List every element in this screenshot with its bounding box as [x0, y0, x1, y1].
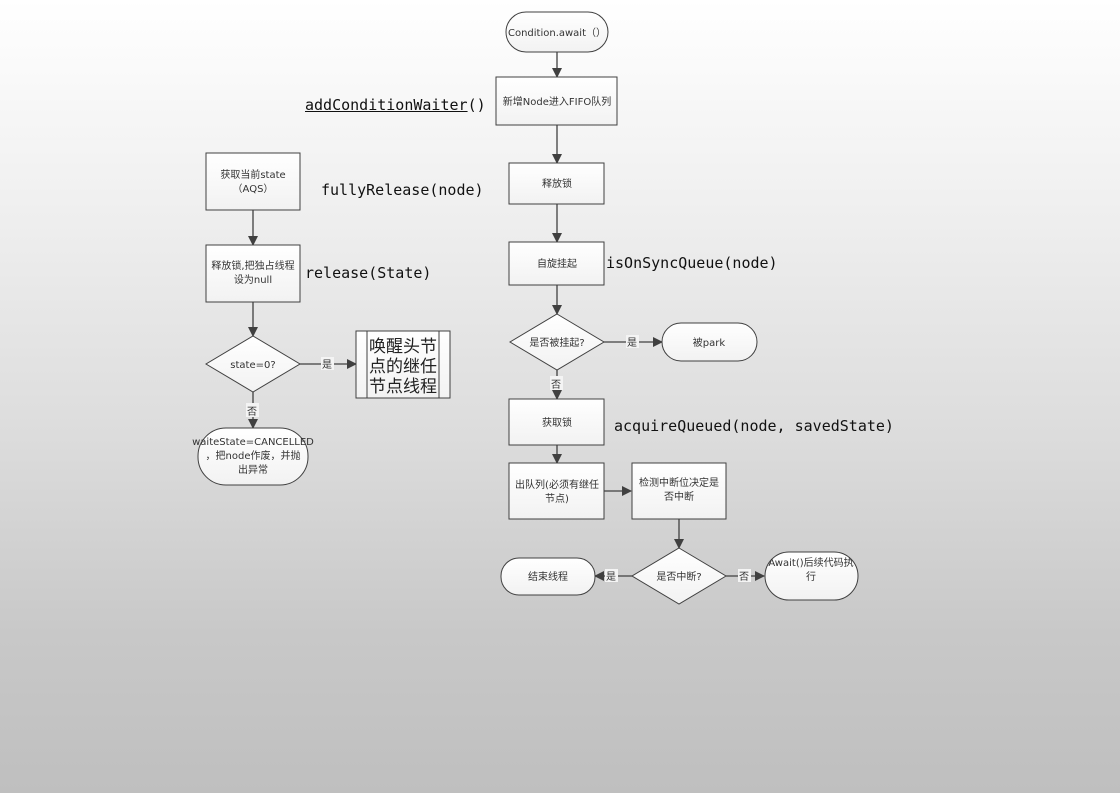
svg-text:节点): 节点) [545, 493, 569, 505]
svg-text:结束线程: 结束线程 [528, 570, 568, 583]
code-label-release: release(State) [305, 264, 432, 282]
edge-label-yes: 是 [627, 337, 637, 349]
svg-text:自旋挂起: 自旋挂起 [537, 257, 577, 270]
code-label-method-name: addConditionWaiter [305, 96, 468, 114]
node-is-parked-decision: 是否被挂起? [509, 313, 605, 371]
edge-label-no: 否 [247, 406, 257, 418]
svg-text:检测中断位决定是: 检测中断位决定是 [639, 476, 719, 489]
node-cancelled: waiteState=CANCELLED ，把node作废，并抛 出异常 [192, 427, 314, 486]
node-get-state: 获取当前state （AQS） [205, 152, 301, 211]
node-dequeue: 出队列(必须有继任 节点) [508, 462, 605, 520]
svg-text:新增Node进入FIFO队列: 新增Node进入FIFO队列 [503, 95, 611, 108]
svg-text:（AQS）: （AQS） [233, 183, 274, 195]
edge-label-no: 否 [551, 379, 561, 391]
node-is-interrupted-decision: 是否中断? [631, 547, 727, 605]
node-check-interrupt: 检测中断位决定是 否中断 [631, 462, 727, 520]
svg-text:，把node作废，并抛: ，把node作废，并抛 [206, 449, 301, 462]
svg-text:Await()后续代码执: Await()后续代码执 [768, 556, 853, 569]
code-label-add-condition-waiter: addConditionWaiter() [305, 96, 486, 114]
code-label-is-on-sync-queue: isOnSyncQueue(node) [606, 254, 778, 272]
svg-text:state=0?: state=0? [230, 360, 275, 371]
node-parked: 被park [661, 322, 758, 362]
node-release-exclusive: 释放锁,把独占线程 设为null [205, 244, 301, 303]
edge-label-yes: 是 [606, 571, 616, 583]
svg-text:点的继任: 点的继任 [369, 357, 437, 377]
code-label-parens: () [467, 96, 486, 114]
svg-text:被park: 被park [693, 336, 726, 349]
svg-text:是否中断?: 是否中断? [656, 570, 701, 583]
svg-text:出异常: 出异常 [238, 463, 268, 476]
svg-text:行: 行 [806, 570, 816, 583]
svg-text:释放锁,把独占线程: 释放锁,把独占线程 [211, 259, 294, 272]
code-label-fully-release: fullyRelease(node) [321, 181, 484, 199]
node-spin-park: 自旋挂起 [508, 241, 605, 286]
svg-text:否中断: 否中断 [664, 490, 694, 503]
node-state-zero-decision: state=0? [205, 335, 301, 393]
node-release-lock: 释放锁 [508, 162, 605, 205]
node-add-node: 新增Node进入FIFO队列 [495, 76, 618, 126]
edge-label-yes: 是 [322, 359, 332, 371]
svg-text:释放锁: 释放锁 [542, 177, 572, 190]
node-end-thread: 结束线程 [500, 557, 596, 596]
svg-text:节点线程: 节点线程 [369, 377, 437, 397]
edge-label-no: 否 [739, 571, 749, 583]
svg-text:获取锁: 获取锁 [542, 416, 572, 429]
svg-text:Condition.await（）: Condition.await（） [508, 27, 606, 39]
node-start: Condition.await（） [505, 11, 609, 53]
node-await-continue: Await()后续代码执 行 [764, 551, 859, 601]
svg-text:唤醒头节: 唤醒头节 [369, 337, 437, 357]
svg-text:是否被挂起?: 是否被挂起? [529, 336, 584, 349]
node-acquire-lock: 获取锁 [508, 398, 605, 446]
svg-text:waiteState=CANCELLED: waiteState=CANCELLED [192, 437, 314, 448]
svg-text:设为null: 设为null [234, 274, 272, 286]
svg-text:出队列(必须有继任: 出队列(必须有继任 [515, 478, 599, 491]
node-wake-successor: 唤醒头节 点的继任 节点线程 [355, 330, 451, 399]
svg-text:获取当前state: 获取当前state [220, 168, 285, 181]
code-label-acquire-queued: acquireQueued(node, savedState) [614, 417, 894, 435]
